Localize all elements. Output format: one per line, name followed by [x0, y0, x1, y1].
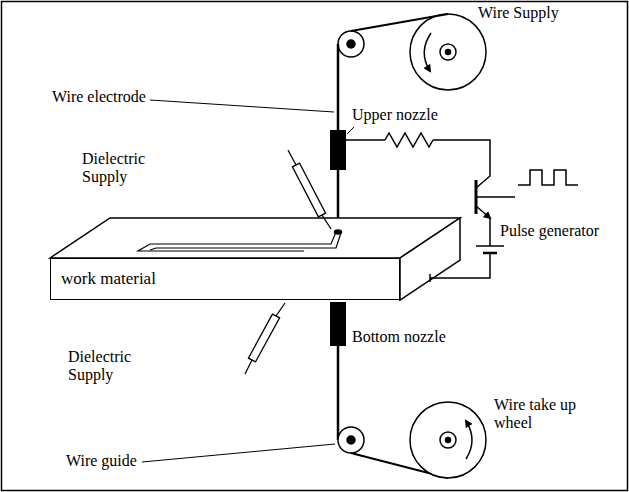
- label-text: Wire Supply: [478, 4, 559, 21]
- part-label: Wire guide: [66, 452, 137, 470]
- wheel-rim: [410, 14, 486, 90]
- leader-line: [142, 444, 335, 462]
- label-text: Wire take up wheel: [494, 396, 576, 431]
- wire-supply-wheel: [410, 14, 486, 90]
- label-text: Bottom nozzle: [352, 328, 446, 345]
- part-label: Bottom nozzle: [352, 328, 446, 346]
- resistor-symbol: [385, 133, 433, 147]
- circuit-wire: [430, 253, 490, 278]
- wheel-hub: [440, 44, 456, 60]
- wire-electrode: [337, 346, 340, 440]
- circuit-wire: [346, 139, 385, 141]
- dielectric-nozzle: [288, 150, 331, 229]
- workpiece: [50, 218, 460, 300]
- wire-electrode: [337, 44, 340, 130]
- label-text: Wire electrode: [52, 88, 146, 105]
- upper-nozzle: [330, 130, 346, 170]
- nozzle-tip: [322, 215, 331, 229]
- side-face: [400, 218, 460, 300]
- bottom-nozzle: [330, 302, 346, 346]
- label-text: Upper nozzle: [352, 106, 438, 123]
- rotation-arrow: [466, 421, 472, 459]
- dielectric-nozzle: [245, 303, 285, 374]
- label-text: Dielectric Supply: [82, 150, 145, 185]
- nozzle-tip: [276, 303, 285, 316]
- transistor-emitter: [476, 206, 490, 218]
- label-text: Pulse generator: [500, 222, 599, 239]
- wheel-hub: [440, 432, 456, 448]
- nozzle-hose: [245, 360, 252, 374]
- top-pulley: [338, 31, 364, 57]
- leader-line: [347, 127, 354, 134]
- label-text: Dielectric Supply: [68, 348, 131, 383]
- leader-line: [150, 100, 334, 112]
- wheel-axle: [446, 50, 451, 55]
- base-lead: [476, 196, 515, 198]
- battery-plate: [476, 245, 504, 247]
- part-label: Dielectric Supply: [82, 150, 162, 187]
- part-label: Wire Supply: [478, 4, 559, 22]
- top-face: [50, 218, 460, 258]
- pulley-rim: [338, 427, 364, 453]
- label-text: Wire guide: [66, 452, 137, 469]
- wheel-axle: [446, 438, 451, 443]
- part-label: Upper nozzle: [352, 106, 438, 124]
- part-label: Pulse generator: [500, 222, 599, 240]
- cut-path: [150, 233, 341, 250]
- pulley-hub: [347, 436, 355, 444]
- take-up-wheel: [410, 402, 486, 478]
- nozzle-hose: [288, 150, 296, 165]
- nozzle-tube: [248, 314, 279, 362]
- terminal-tick: [429, 274, 431, 282]
- bottom-pulley: [338, 427, 364, 453]
- nozzle-tube: [292, 163, 325, 217]
- pulley-rim: [338, 31, 364, 57]
- node-text: work material: [61, 269, 156, 289]
- part-label: Dielectric Supply: [68, 348, 148, 385]
- rotation-arrow: [424, 33, 431, 71]
- pulley-hub: [347, 40, 355, 48]
- pulse-waveform: [518, 170, 578, 185]
- part-label: Wire take up wheel: [494, 396, 590, 433]
- wheel-rim: [410, 402, 486, 478]
- part-label: Wire electrode: [52, 88, 146, 106]
- circuit-wire: [433, 140, 490, 188]
- work-material-face: work material: [50, 258, 400, 300]
- wire-span: [351, 14, 448, 31]
- circuit-wire: [489, 218, 491, 246]
